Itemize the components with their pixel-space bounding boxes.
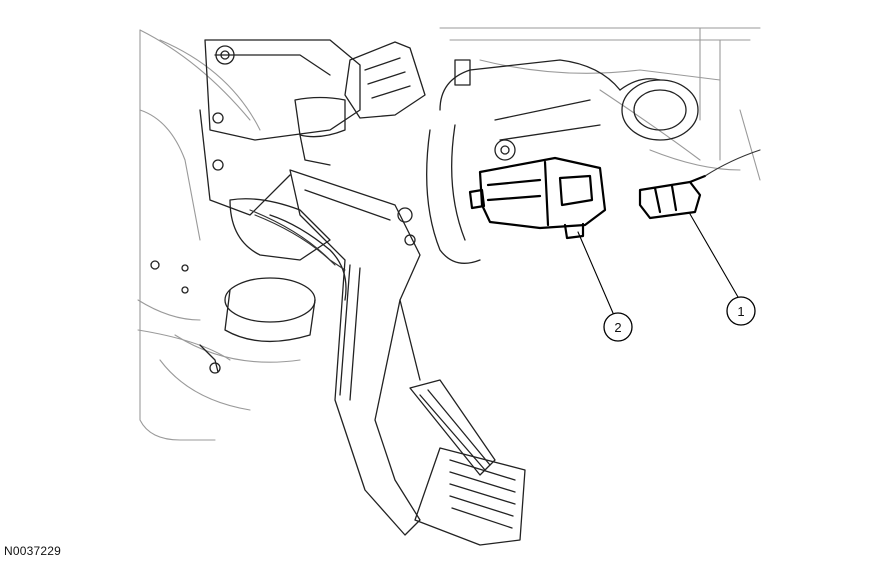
mounting-bracket	[150, 39, 361, 294]
figure-id-label: N0037229	[4, 544, 61, 558]
pedal-pad	[409, 379, 526, 546]
leader-line-1	[689, 213, 739, 298]
callout-2: 2	[603, 312, 633, 342]
callout-number-2: 2	[614, 320, 621, 335]
upper-connector	[294, 41, 426, 166]
brake-pedal-arm	[289, 169, 421, 536]
leader-line-2	[577, 231, 614, 314]
steering-column	[426, 59, 699, 264]
connector-part-1	[638, 174, 707, 220]
dash-panel-background	[137, 27, 761, 441]
callout-1: 1	[726, 296, 756, 326]
wiring-harness	[249, 149, 761, 271]
brake-switch-part-2	[468, 156, 607, 240]
callout-number-1: 1	[737, 304, 744, 319]
pedal-pivot	[199, 198, 347, 374]
callout-leaders	[577, 213, 739, 314]
